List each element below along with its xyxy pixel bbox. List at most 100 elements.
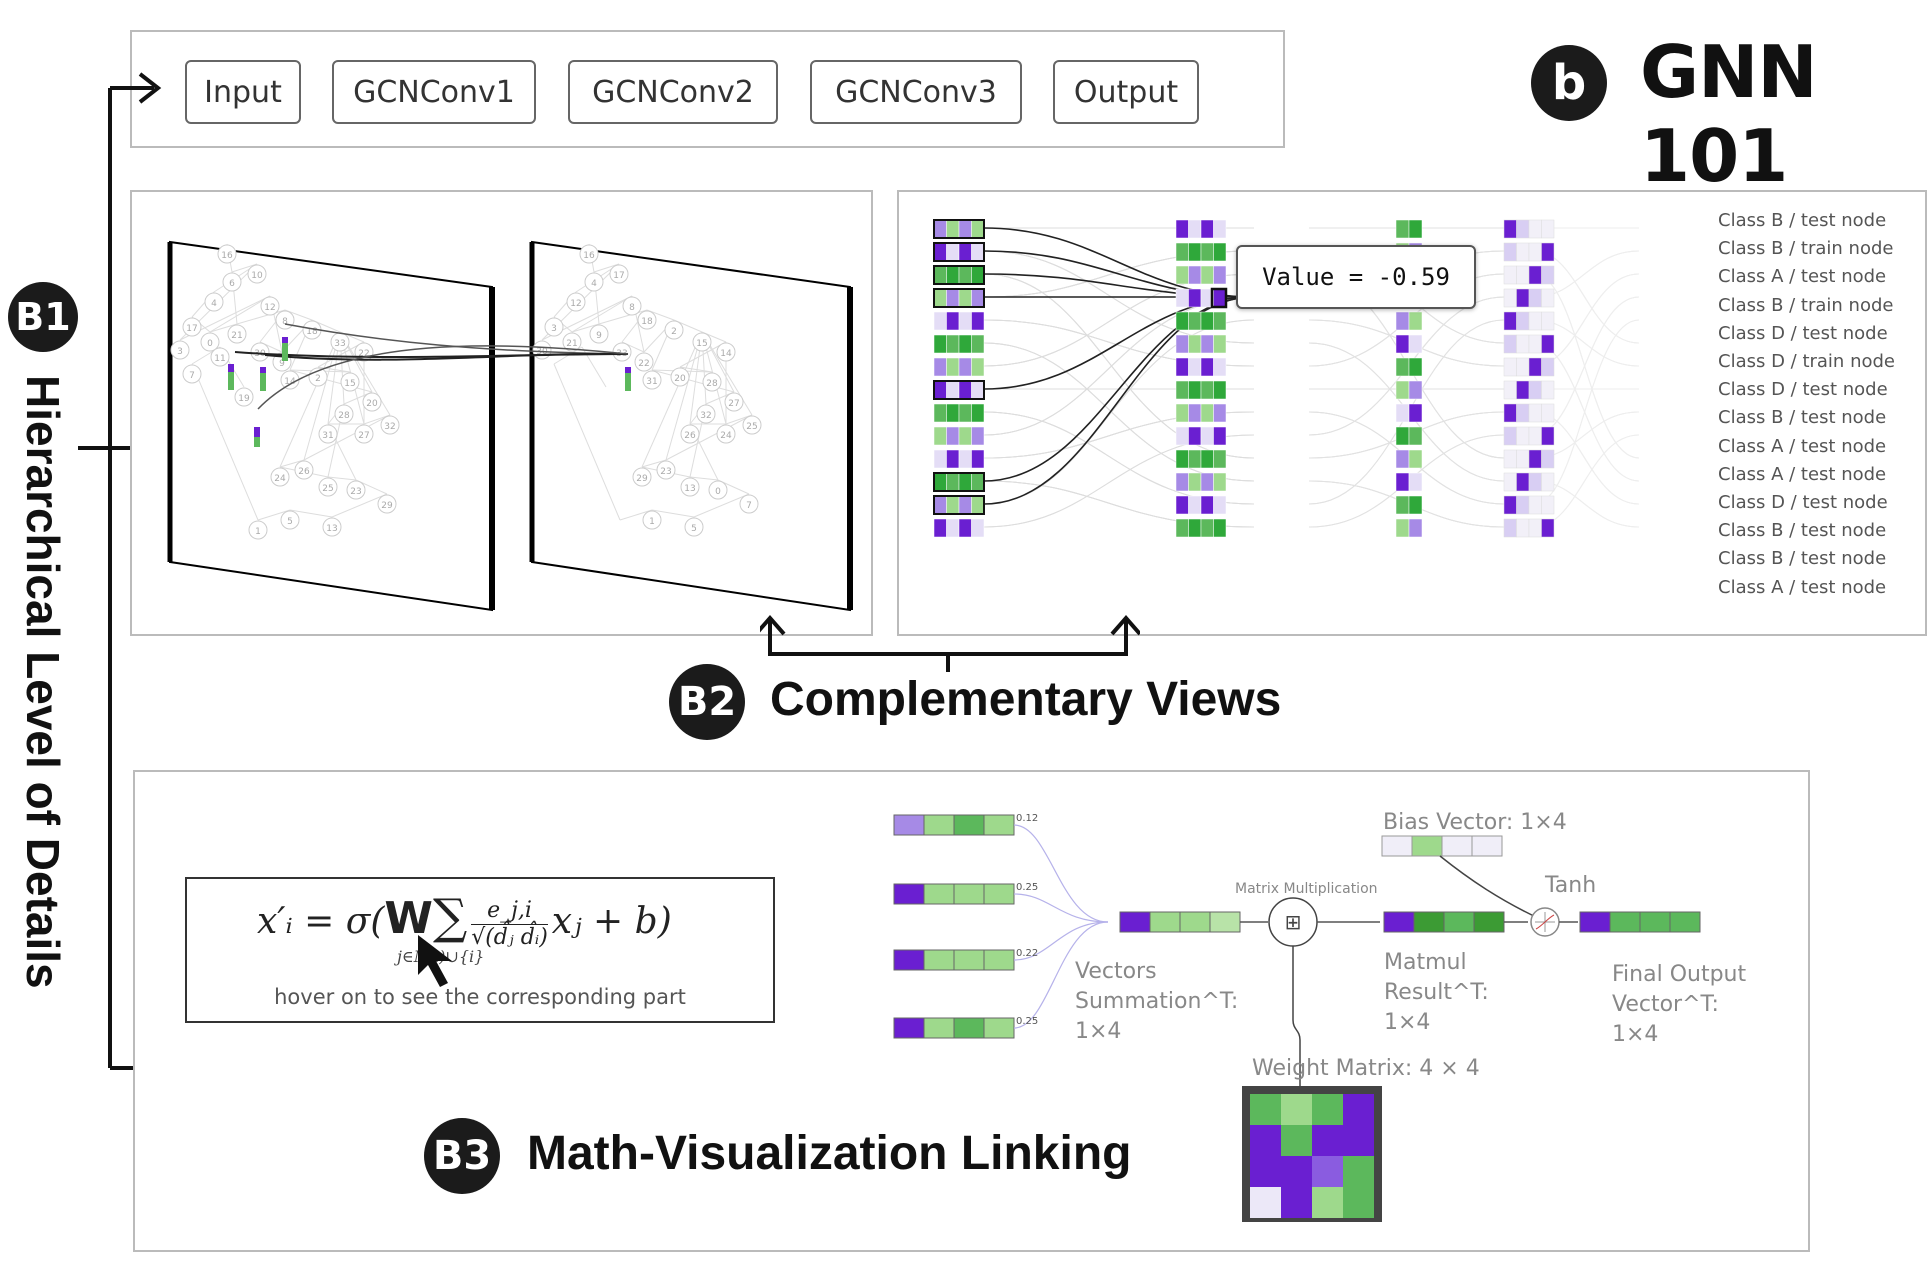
matrix-cell[interactable]: [971, 242, 985, 262]
matrix-cell[interactable]: [1408, 426, 1423, 446]
output-cell[interactable]: [1528, 472, 1542, 492]
output-cell[interactable]: [1541, 472, 1555, 492]
output-cell[interactable]: [1503, 380, 1517, 400]
matrix-cell[interactable]: [1408, 472, 1423, 492]
graph-node[interactable]: 28: [702, 372, 722, 392]
sum-vector-cell[interactable]: [1179, 911, 1211, 933]
matrix-cell[interactable]: [933, 288, 947, 308]
formula-box[interactable]: x′ᵢ = σ(W∑e_j,i√(d̂ⱼ d̂ᵢ)xⱼ + b) j∈N(i)∪…: [185, 877, 775, 1023]
graph-node[interactable]: 30: [532, 340, 552, 360]
matrix-cell[interactable]: [946, 219, 960, 239]
matrix-cell[interactable]: [1175, 219, 1189, 239]
matrix-cell[interactable]: [946, 472, 960, 492]
matrix-cell[interactable]: [1408, 495, 1423, 515]
graph-node[interactable]: 13: [680, 477, 700, 497]
matrix-cell[interactable]: [1408, 219, 1423, 239]
matrix-cell[interactable]: [1408, 518, 1423, 538]
matrix-cell[interactable]: [946, 334, 960, 354]
matrix-cell[interactable]: [1200, 426, 1214, 446]
output-cell[interactable]: [1503, 288, 1517, 308]
matrix-cell[interactable]: [1395, 311, 1410, 331]
graph-node[interactable]: 21: [227, 324, 247, 344]
matrix-cell[interactable]: [1188, 288, 1202, 308]
matrix-cell[interactable]: [1200, 518, 1214, 538]
matrix-cell[interactable]: [946, 495, 960, 515]
output-cell[interactable]: [1541, 403, 1555, 423]
matrix-cell[interactable]: [1188, 311, 1202, 331]
matrix-cell[interactable]: [958, 219, 972, 239]
output-cell[interactable]: [1528, 495, 1542, 515]
matrix-cell[interactable]: [1188, 219, 1202, 239]
matrix-cell[interactable]: [1200, 242, 1214, 262]
output-cell[interactable]: [1516, 311, 1530, 331]
output-cell[interactable]: [1516, 357, 1530, 377]
output-cell[interactable]: [1516, 449, 1530, 469]
matrix-cell[interactable]: [1175, 242, 1189, 262]
graph-node[interactable]: 32: [696, 404, 716, 424]
graph-node[interactable]: 1: [248, 520, 268, 540]
output-cell[interactable]: [1503, 357, 1517, 377]
matrix-cell[interactable]: [1213, 426, 1227, 446]
graph-node[interactable]: 5: [684, 517, 704, 537]
matrix-cell[interactable]: [1395, 472, 1410, 492]
graph-node[interactable]: 17: [609, 264, 629, 284]
matrix-cell[interactable]: [1395, 380, 1410, 400]
graph-node[interactable]: 18: [637, 310, 657, 330]
matrix-cell[interactable]: [958, 403, 972, 423]
graph-node[interactable]: 12: [260, 296, 280, 316]
math-visualization[interactable]: 0.120.250.220.25⊞: [880, 790, 1800, 1250]
graph-node[interactable]: 11: [210, 347, 230, 367]
output-cell[interactable]: [1503, 518, 1517, 538]
matrix-cell[interactable]: [958, 242, 972, 262]
output-cell[interactable]: [1528, 357, 1542, 377]
output-cell[interactable]: [1503, 311, 1517, 331]
matrix-cell[interactable]: [933, 311, 947, 331]
matrix-cell[interactable]: [1188, 242, 1202, 262]
matrix-cell[interactable]: [1200, 380, 1214, 400]
graph-node[interactable]: 31: [642, 370, 662, 390]
matrix-cell[interactable]: [1175, 288, 1189, 308]
matrix-cell[interactable]: [1213, 518, 1227, 538]
matrix-cell[interactable]: [958, 449, 972, 469]
matrix-cell[interactable]: [958, 357, 972, 377]
layer-button-output[interactable]: Output: [1053, 60, 1199, 124]
matrix-cell[interactable]: [1188, 518, 1202, 538]
sum-vector-cell[interactable]: [1149, 911, 1181, 933]
matrix-cell[interactable]: [933, 449, 947, 469]
output-cell[interactable]: [1528, 242, 1542, 262]
matrix-cell[interactable]: [971, 219, 985, 239]
matrix-cell[interactable]: [1408, 403, 1423, 423]
output-cell[interactable]: [1516, 518, 1530, 538]
graph-node[interactable]: 0: [708, 480, 728, 500]
output-cell[interactable]: [1541, 357, 1555, 377]
graph-node[interactable]: 7: [182, 364, 202, 384]
matrix-cell[interactable]: [1395, 426, 1410, 446]
graph-node[interactable]: 32: [380, 415, 400, 435]
graph-node[interactable]: 20: [670, 367, 690, 387]
input-vector[interactable]: [893, 1017, 1015, 1039]
output-cell[interactable]: [1503, 334, 1517, 354]
matrix-cell[interactable]: [946, 242, 960, 262]
matrix-cell[interactable]: [1175, 403, 1189, 423]
weight-cell[interactable]: [1312, 1125, 1343, 1156]
graph-node[interactable]: 16: [217, 244, 237, 264]
graph-node[interactable]: 22: [634, 352, 654, 372]
matrix-cell[interactable]: [1200, 311, 1214, 331]
matrix-cell[interactable]: [1188, 495, 1202, 515]
matrix-cell[interactable]: [1395, 334, 1410, 354]
graph-node[interactable]: 17: [182, 317, 202, 337]
graph-node[interactable]: 24: [716, 424, 736, 444]
graph-node[interactable]: 28: [334, 404, 354, 424]
output-cell[interactable]: [1503, 265, 1517, 285]
matrix-cell[interactable]: [1200, 334, 1214, 354]
bias-cell[interactable]: [1381, 835, 1413, 857]
graph-node[interactable]: 6: [222, 272, 242, 292]
matrix-cell[interactable]: [1200, 403, 1214, 423]
output-cell[interactable]: [1503, 242, 1517, 262]
matrix-cell[interactable]: [1395, 403, 1410, 423]
matrix-cell[interactable]: [958, 334, 972, 354]
graph-node[interactable]: 25: [318, 477, 338, 497]
matrix-cell[interactable]: [971, 380, 985, 400]
sum-vector-cell[interactable]: [1209, 911, 1241, 933]
matrix-cell[interactable]: [971, 449, 985, 469]
